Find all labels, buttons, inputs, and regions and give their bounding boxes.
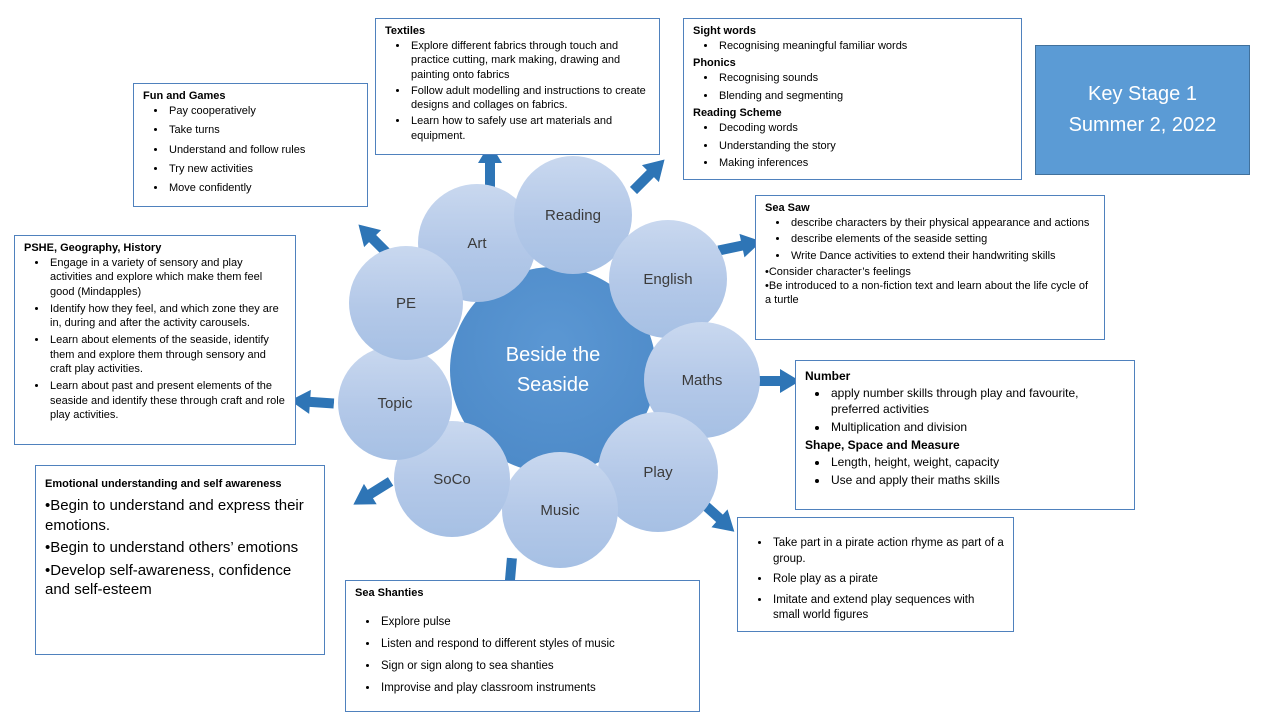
- fun-and-games-bullet-list: Pay cooperativelyTake turnsUnderstand an…: [143, 104, 358, 195]
- subject-circle-pe: PE: [349, 246, 463, 360]
- key-stage-line1: Key Stage 1: [1088, 83, 1197, 105]
- text-line: •Develop self-awareness, confidence and …: [45, 561, 292, 599]
- sea-saw-bullet-list: describe characters by their physical ap…: [765, 216, 1095, 263]
- circle-label: Art: [467, 234, 487, 252]
- bullet-item: Recognising sounds: [717, 71, 1012, 86]
- arrow-to-number-box: [756, 368, 800, 394]
- bullet-item: Recognising meaningful familiar words: [717, 39, 1012, 54]
- sea-saw-box: Sea Saw describe characters by their phy…: [755, 195, 1105, 340]
- bullet-item: Identify how they feel, and which zone t…: [48, 302, 286, 331]
- subject-circle-music: Music: [502, 452, 618, 568]
- circle-label: Play: [643, 463, 673, 481]
- bullet-item: Understand and follow rules: [167, 143, 358, 157]
- number-maths-box: Number apply number skills through play a…: [795, 360, 1135, 510]
- text-line: •Be introduced to a non-fiction text and…: [765, 280, 1089, 307]
- key-stage-banner: Key Stage 1 Summer 2, 2022: [1035, 45, 1250, 175]
- subject-circle-reading: Reading: [514, 156, 632, 274]
- emotional-understanding-box: Emotional understanding and self awarene…: [35, 465, 325, 655]
- bullet-list: Recognising meaningful familiar words: [693, 39, 1012, 54]
- sea-saw-extra-lines: •Consider character’s feelings •Be introd…: [765, 265, 1095, 308]
- fun-and-games-box-title: Fun and Games: [143, 90, 226, 102]
- bullet-item: Take turns: [167, 123, 358, 137]
- sea-shanties-box-title: Sea Shanties: [355, 587, 424, 599]
- bullet-item: describe elements of the seaside setting: [789, 232, 1095, 246]
- sight-words-box: Sight wordsRecognising meaningful famili…: [683, 18, 1022, 180]
- bullet-item: apply number skills through play and fav…: [829, 385, 1125, 417]
- bullet-item: Explore different fabrics through touch …: [409, 39, 650, 82]
- subject-circle-topic: Topic: [338, 346, 452, 460]
- bullet-list: Decoding wordsUnderstanding the storyMak…: [693, 121, 1012, 171]
- textiles-box-title: Textiles: [385, 25, 426, 37]
- bullet-item: Use and apply their maths skills: [829, 472, 1125, 488]
- subject-circle-english: English: [609, 220, 727, 338]
- section-heading: Reading Scheme: [693, 107, 782, 120]
- textiles-bullet-list: Explore different fabrics through touch …: [385, 39, 650, 143]
- arrow-to-play-box: [693, 493, 743, 542]
- bullet-item: Improvise and play classroom instruments: [379, 681, 690, 696]
- text-line: •Begin to understand others’ emotions: [45, 539, 299, 556]
- key-stage-line2: Summer 2, 2022: [1068, 114, 1217, 136]
- pshe-geography-history-box: PSHE, Geography, History Engage in a var…: [14, 235, 296, 445]
- sea-shanties-bullet-list: Explore pulseListen and respond to diffe…: [355, 615, 690, 696]
- section-heading: Sight words: [693, 25, 756, 37]
- subject-circle-maths: Maths: [644, 322, 760, 438]
- bullet-item: Learn how to safely use art materials an…: [409, 114, 650, 143]
- circle-label: Maths: [681, 371, 723, 389]
- bullet-item: Follow adult modelling and instructions …: [409, 84, 650, 113]
- textiles-box: Textiles Explore different fabrics throu…: [375, 18, 660, 155]
- pshe-bullet-list: Engage in a variety of sensory and play …: [24, 256, 286, 422]
- bullet-item: Engage in a variety of sensory and play …: [48, 256, 286, 299]
- bullet-item: Imitate and extend play sequences with s…: [771, 593, 1004, 624]
- bullet-item: Decoding words: [717, 121, 1012, 136]
- center-label-line1: Beside the: [505, 344, 601, 366]
- section-heading: Phonics: [693, 57, 736, 70]
- bullet-item: Making inferences: [717, 156, 1012, 171]
- bullet-item: Explore pulse: [379, 615, 690, 630]
- bullet-item: Learn about past and present elements of…: [48, 379, 286, 422]
- circle-label: Topic: [377, 394, 413, 412]
- arrow-to-pshe-box: [289, 387, 335, 416]
- bullet-item: describe characters by their physical ap…: [789, 216, 1095, 230]
- sea-shanties-box: Sea Shanties Explore pulseListen and res…: [345, 580, 700, 712]
- play-bullet-list: Take part in a pirate action rhyme as pa…: [747, 536, 1004, 624]
- sea-saw-box-title: Sea Saw: [765, 202, 810, 214]
- bullet-item: Blending and segmenting: [717, 89, 1012, 104]
- subject-circle-play: Play: [598, 412, 718, 532]
- text-line: •Consider character’s feelings: [765, 265, 911, 278]
- bullet-item: Role play as a pirate: [771, 572, 1004, 588]
- bullet-list: Length, height, weight, capacityUse and …: [805, 454, 1125, 488]
- bullet-item: Write Dance activities to extend their h…: [789, 249, 1095, 263]
- circle-label: Reading: [545, 206, 601, 224]
- emotional-lines: •Begin to understand and express their e…: [45, 496, 315, 600]
- bullet-item: Take part in a pirate action rhyme as pa…: [771, 536, 1004, 567]
- play-activities-box: Take part in a pirate action rhyme as pa…: [737, 517, 1014, 632]
- fun-and-games-box: Fun and Games Pay cooperativelyTake turn…: [133, 83, 368, 207]
- center-circle-label: Beside the Seaside: [506, 340, 601, 400]
- bullet-item: Sign or sign along to sea shanties: [379, 659, 690, 674]
- center-label-line2: Seaside: [516, 374, 590, 396]
- pshe-box-title: PSHE, Geography, History: [24, 242, 162, 254]
- bullet-item: Move confidently: [167, 181, 358, 195]
- section-heading: Number: [805, 369, 851, 383]
- bullet-item: Pay cooperatively: [167, 104, 358, 118]
- text-line: •Begin to understand and express their e…: [45, 497, 304, 534]
- circle-label: PE: [395, 294, 416, 312]
- bullet-list: apply number skills through play and fav…: [805, 385, 1125, 436]
- arrow-to-emotional-box: [346, 470, 397, 515]
- section-heading: Shape, Space and Measure: [805, 437, 960, 452]
- circle-label: Music: [540, 501, 580, 519]
- bullet-item: Listen and respond to different styles o…: [379, 637, 690, 652]
- arrow-to-sight-words-box: [624, 150, 673, 199]
- bullet-item: Try new activities: [167, 162, 358, 176]
- bullet-item: Multiplication and division: [829, 419, 1125, 435]
- circle-label: SoCo: [433, 470, 471, 488]
- bullet-item: Learn about elements of the seaside, ide…: [48, 333, 286, 376]
- bullet-list: Recognising soundsBlending and segmentin…: [693, 71, 1012, 104]
- bullet-item: Length, height, weight, capacity: [829, 454, 1125, 470]
- circle-label: English: [643, 270, 693, 288]
- emotional-box-title: Emotional understanding and self awarene…: [45, 478, 282, 490]
- bullet-item: Understanding the story: [717, 139, 1012, 154]
- arrow-to-sea-saw-box: [716, 229, 764, 264]
